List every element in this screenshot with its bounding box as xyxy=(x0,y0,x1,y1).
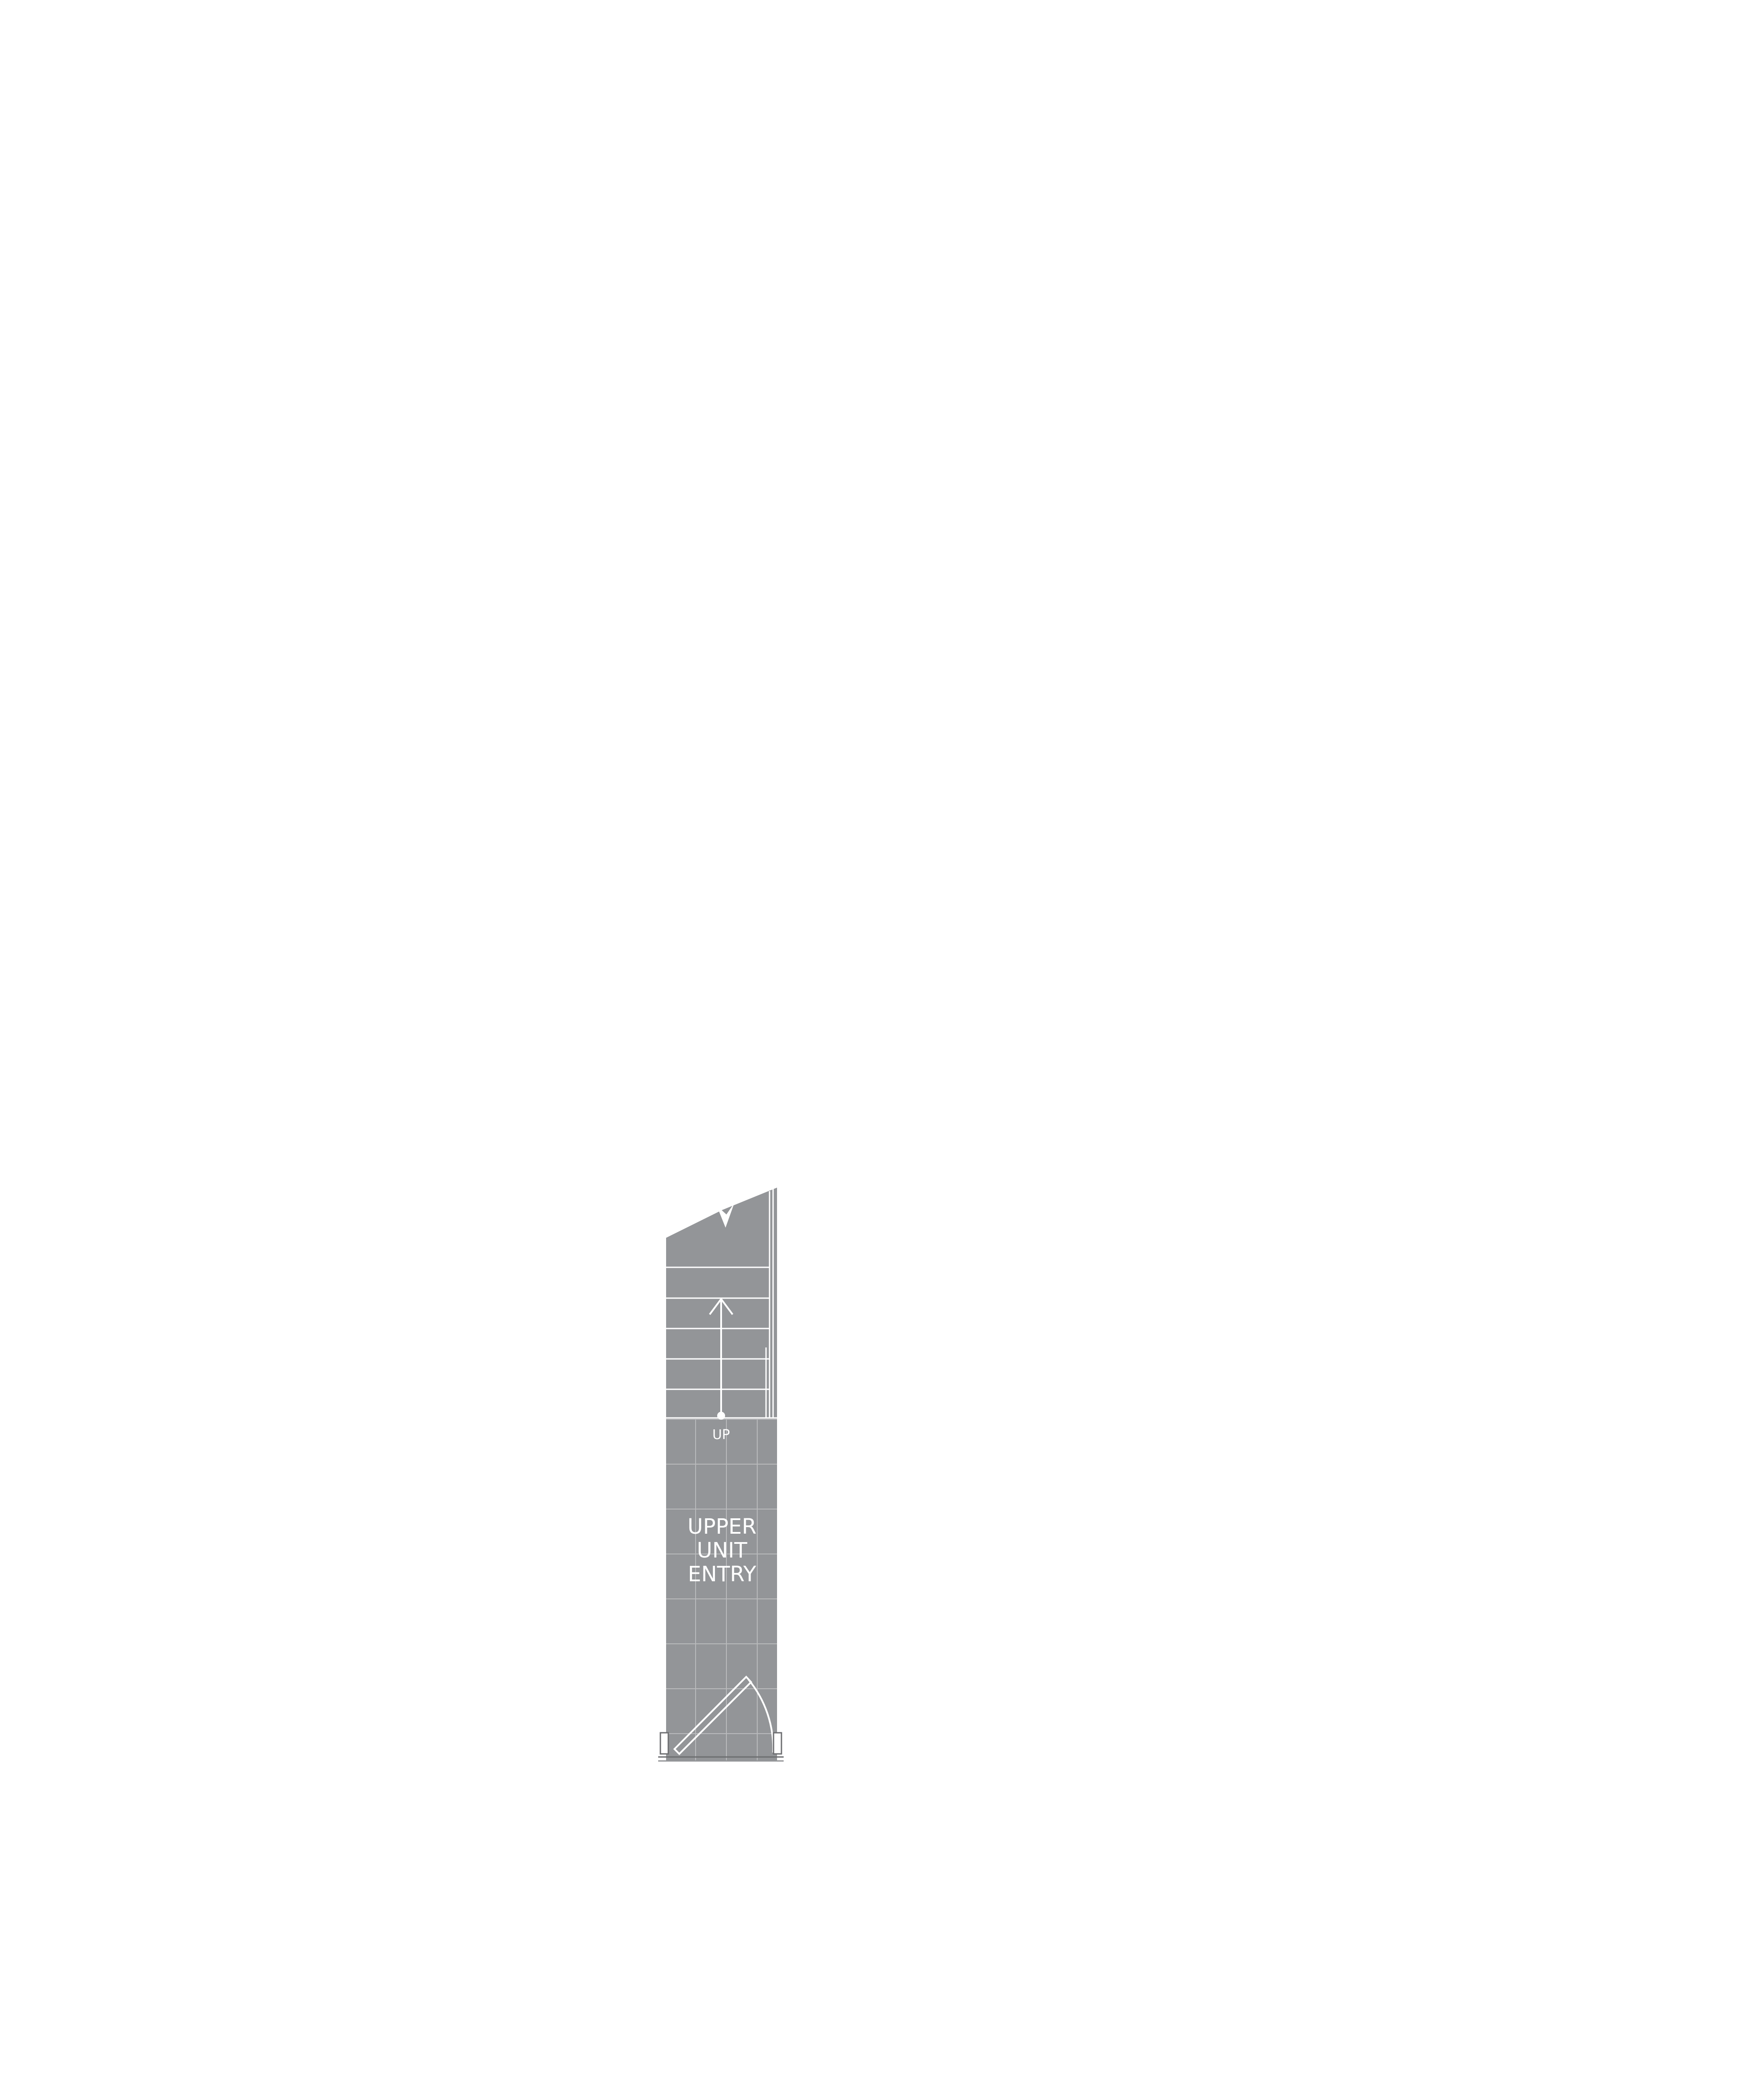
stair-handrail xyxy=(765,1189,774,1418)
room-label-line-3: ENTRY xyxy=(688,1562,756,1587)
room-label-line-2: UNIT xyxy=(697,1538,748,1563)
tile-grid xyxy=(666,1419,777,1761)
room-label-line-1: UPPER xyxy=(688,1514,757,1539)
up-arrow-origin-dot xyxy=(717,1412,725,1420)
stair-up-label: UP xyxy=(712,1427,730,1443)
stair-cut-marker xyxy=(717,1203,734,1228)
entry-floor-area xyxy=(666,1188,777,1761)
door-jambs xyxy=(659,1732,782,1755)
up-arrow-icon xyxy=(709,1297,733,1416)
